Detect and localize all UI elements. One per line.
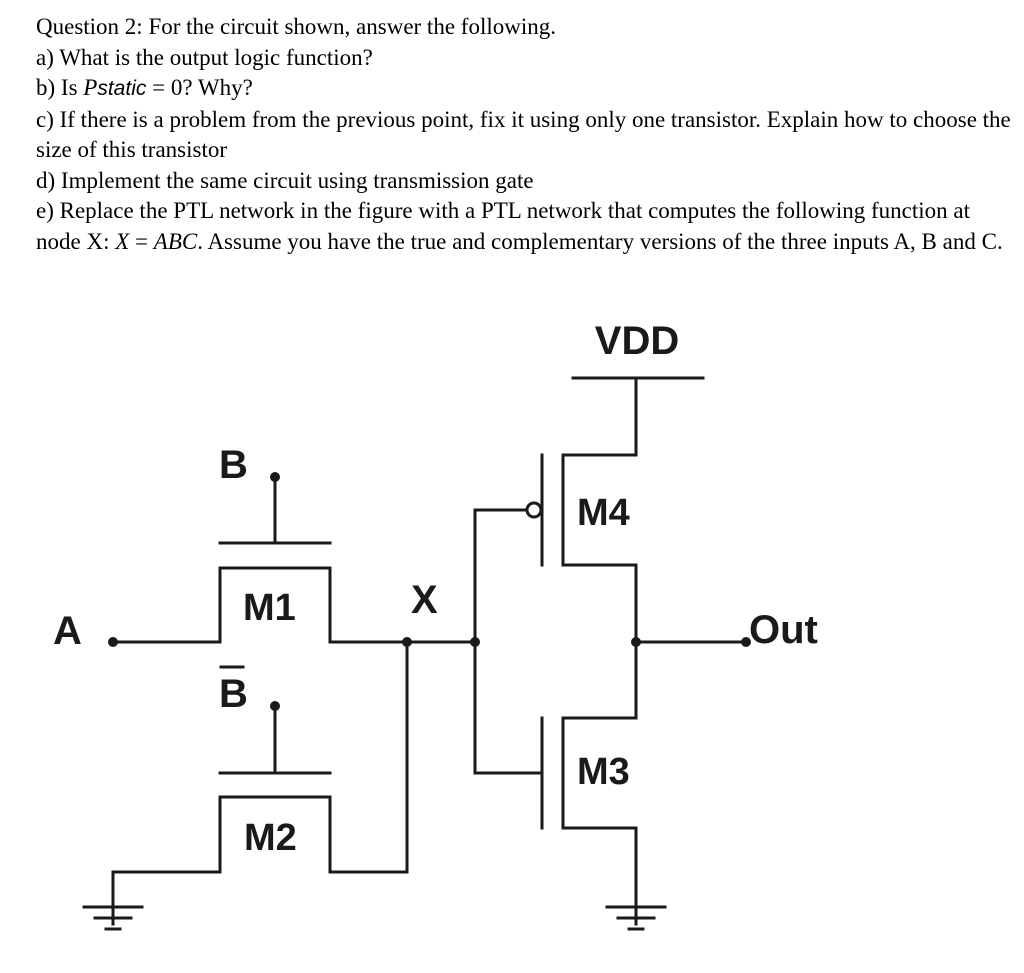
input-b-bar-terminal [270, 701, 280, 711]
m2-channel [111, 640, 409, 907]
formula-lhs: X [115, 228, 130, 254]
question-part-e: e) Replace the PTL network in the figure… [36, 196, 1016, 257]
m3-channel [561, 640, 638, 907]
m4-label: M4 [577, 492, 630, 534]
m1-channel [218, 566, 332, 644]
part-b-suffix: = 0? Why? [146, 75, 253, 100]
part-b-prefix: b) Is [36, 75, 84, 100]
input-a-terminal [108, 637, 118, 647]
formula-rhs: ABC [153, 228, 198, 254]
question-part-a: a) What is the output logic function? [36, 44, 373, 70]
vdd-label: VDD [595, 319, 679, 363]
output-junction [631, 637, 641, 647]
input-b-label: B [219, 443, 248, 487]
m1-label: M1 [243, 587, 296, 629]
power-variable: P [83, 75, 98, 100]
question-part-c: c) If there is a problem from the previo… [36, 106, 1011, 163]
node-x-label: X [411, 578, 438, 622]
m4-bubble [525, 501, 543, 519]
output-terminal [741, 637, 751, 647]
output-label: Out [749, 608, 818, 652]
node-x-junction-2 [470, 637, 480, 647]
m3-label: M3 [577, 751, 630, 793]
question-part-d: d) Implement the same circuit using tran… [36, 167, 534, 193]
power-subscript: static [97, 77, 147, 100]
node-x-junction-1 [402, 637, 412, 647]
question-title: Question 2: For the circuit shown, answe… [36, 14, 556, 39]
part-e-prefix: e) Replace the PTL network in the figure… [36, 198, 971, 254]
question-part-b: b) Is Pstatic = 0? Why? [36, 73, 1016, 105]
part-e-suffix: . Assume you have the true and complemen… [197, 228, 1003, 254]
m2-label: M2 [244, 817, 297, 859]
formula-eq: = [129, 228, 154, 254]
m4-channel [561, 376, 638, 644]
input-b-bar-label: B [219, 672, 248, 716]
input-b-terminal [270, 472, 280, 482]
input-a-label: A [53, 609, 82, 653]
question-text: Question 2: For the circuit shown, answe… [36, 12, 1016, 257]
